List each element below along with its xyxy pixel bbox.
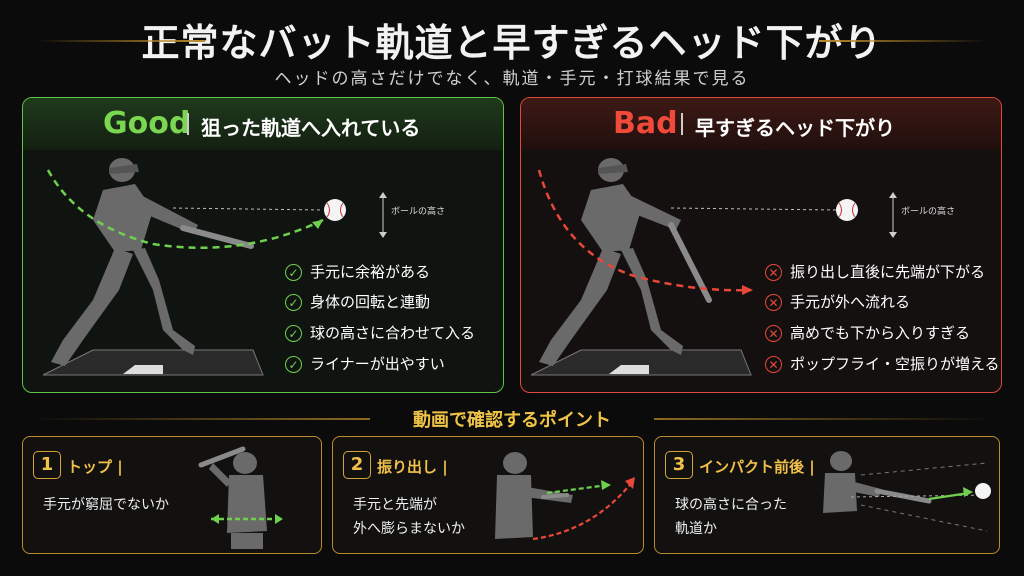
card-number: 1 [33,451,61,479]
bad-check-item: ✕振り出し直後に先端が下がる [765,261,985,282]
bad-check-item: ✕手元が外へ流れる [765,291,910,312]
header-divider [187,113,189,135]
bad-panel-header: Bad 早すぎるヘッド下がり [521,98,1001,150]
good-swing-path [46,169,324,250]
cross-icon: ✕ [765,325,782,342]
batters-box [42,349,264,376]
bat [180,225,254,249]
check-icon: ✓ [285,294,302,311]
card-description: 球の高さに合った軌道か [675,497,787,537]
bad-panel: Bad 早すぎるヘッド下がり ボールの高さ ✕振り出し直後に先端が下がる ✕手元… [520,97,1002,393]
good-label: Good [103,106,191,141]
good-panel-header: Good 狙った軌道へ入れている [23,98,503,150]
ball-height-line [670,207,838,211]
bad-batter-illustration: ボールの高さ [530,158,955,376]
bad-ball-height-label: ボールの高さ [901,205,955,217]
bad-heading: 早すぎるヘッド下がり [695,116,895,140]
top-position-illustration [198,446,283,549]
impact-illustration [823,451,991,532]
check-icon: ✓ [285,325,302,342]
batters-box [530,349,752,376]
check-point-card-swing-start: 2 振り出し | 手元と先端が外へ膨らまないか [332,436,644,554]
check-point-card-impact: 3 インパクト前後 | 球の高さに合った軌道か [654,436,1000,554]
check-point-card-top: 1 トップ | 手元が窮屈でないか [22,436,322,554]
bad-check-item: ✕高めでも下から入りすぎる [765,322,970,343]
good-panel: Good 狙った軌道へ入れている ボールの高さ ✓手元に余裕がある ✓身体の回転… [22,97,504,393]
cross-icon: ✕ [765,294,782,311]
bat [198,446,246,468]
card-title: 振り出し | [377,458,448,476]
home-plate [123,365,163,374]
good-check-item: ✓身体の回転と連動 [285,291,430,312]
card-description: 手元が窮屈でないか [43,497,169,513]
good-path-arrow [546,483,609,495]
good-heading: 狙った軌道へ入れている [201,116,421,140]
batter-silhouette [539,158,683,366]
baseball-icon [324,199,346,221]
good-batter-illustration: ボールの高さ [42,158,445,376]
baseball-icon [836,199,858,221]
cross-icon: ✕ [765,264,782,281]
baseball-icon [975,483,991,499]
impact-path-arrow [928,491,970,501]
good-check-item: ✓球の高さに合わせて入る [285,322,475,343]
card-title: インパクト前後 | [699,458,815,476]
title-line-left [35,40,205,42]
ball-height-line [172,207,324,211]
bad-swing-path [537,169,752,292]
header-divider [681,113,683,135]
page-title: 正常なバット軌道と早すぎるヘッド下がり [141,21,883,65]
bad-label: Bad [613,106,678,141]
good-check-item: ✓手元に余裕がある [285,261,430,282]
section-line-left [30,418,370,420]
check-icon: ✓ [285,356,302,373]
card-number: 2 [343,451,371,479]
batter-silhouette [51,158,198,366]
title-line-right [819,40,989,42]
card-number: 3 [665,451,693,479]
page-subtitle: ヘッドの高さだけでなく、軌道・手元・打球結果で見る [274,69,750,89]
bad-check-item: ✕ポップフライ・空振りが増える [765,353,1000,374]
bat [874,488,932,504]
section-title: 動画で確認するポイント [413,410,611,431]
cross-icon: ✕ [765,356,782,373]
home-plate [609,365,649,374]
good-check-item: ✓ライナーが出やすい [285,353,445,374]
card-description: 手元と先端が外へ膨らまないか [353,497,465,537]
section-line-right [654,418,994,420]
swing-start-illustration [495,452,635,541]
check-icon: ✓ [285,264,302,281]
good-ball-height-label: ボールの高さ [391,205,445,217]
bad-path-arrow [532,480,634,541]
card-title: トップ | [67,458,123,476]
